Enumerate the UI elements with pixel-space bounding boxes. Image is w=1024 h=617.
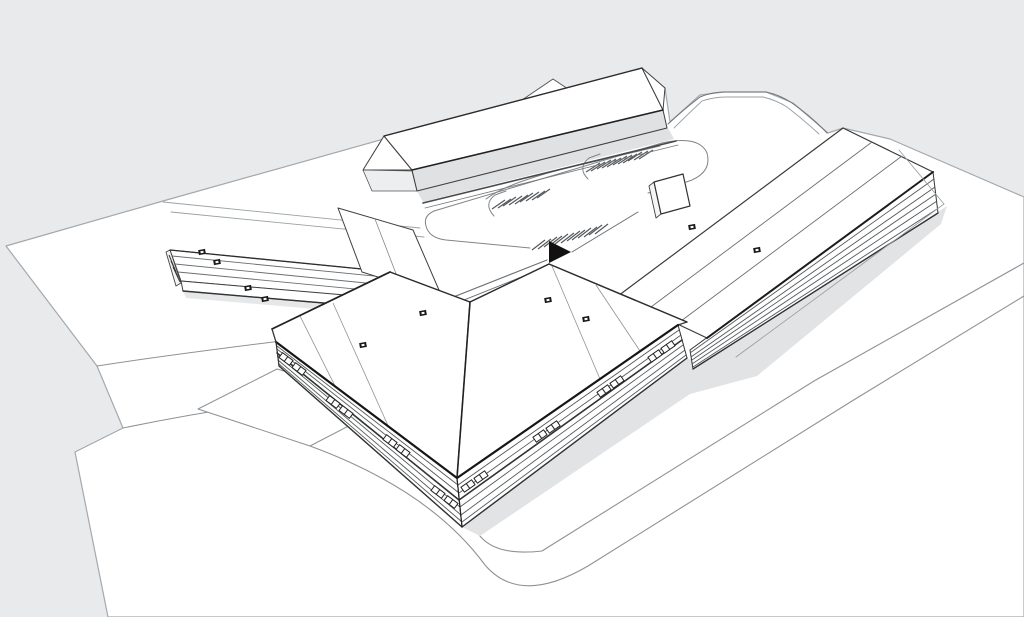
- shadow-annex-front: [183, 291, 350, 312]
- annex-end-shading: [168, 254, 181, 283]
- central-floorline-southeast: [458, 339, 683, 501]
- long-building-end-sliver: [362, 169, 418, 192]
- central-floorline-southwest: [276, 352, 460, 501]
- parking-stripes-middle-row: [491, 188, 551, 210]
- central-valley-line: [456, 301, 471, 479]
- entrance-canopy-front: [653, 173, 691, 215]
- parking-lot-left-cap: [424, 210, 531, 249]
- central-eave-southeast: [455, 323, 680, 480]
- facade-windows-southwest: [278, 351, 459, 510]
- central-ridge-left: [389, 271, 471, 303]
- right-building-louvers: [689, 178, 938, 368]
- road-outer-curb: [309, 295, 1024, 587]
- parking-uturn-middle: [488, 190, 507, 217]
- site-fence-line-a: [422, 140, 677, 204]
- parking-stripes-upper-row: [585, 149, 654, 173]
- central-roof-fall-lines: [299, 265, 641, 431]
- long-building-eave-line: [411, 109, 664, 171]
- right-building-terrace-line-a: [898, 149, 945, 205]
- central-top-edge-east: [548, 263, 688, 323]
- central-eave-southwest: [274, 340, 459, 480]
- right-building-roof-panel-lines: [646, 141, 903, 325]
- long-building-ridge-line: [383, 67, 643, 137]
- shadow-central-building: [462, 358, 697, 536]
- central-back-eave-line: [271, 271, 391, 330]
- roof-hatches: [198, 223, 761, 349]
- site-fence-line-b: [424, 144, 679, 209]
- central-corner-edge: [456, 477, 463, 528]
- facade-windows-southeast: [460, 340, 676, 493]
- entrance-marker-triangle: [549, 241, 571, 263]
- entry-drive-line: [571, 211, 639, 253]
- central-ridge-right: [469, 263, 550, 303]
- central-west-corner-edge: [271, 328, 280, 367]
- long-building-end-right: [641, 67, 666, 111]
- connector-wing-line: [374, 218, 401, 285]
- shadow-long-building: [417, 128, 674, 202]
- berm-outline-inner: [673, 96, 820, 135]
- right-building-terrace-line-b: [735, 203, 945, 358]
- berm-outline-outer: [667, 91, 828, 134]
- central-base-southwest: [278, 365, 463, 528]
- right-building-eave-line: [706, 171, 934, 339]
- parking-uturn-upper: [582, 153, 601, 180]
- central-base-southeast: [461, 357, 688, 528]
